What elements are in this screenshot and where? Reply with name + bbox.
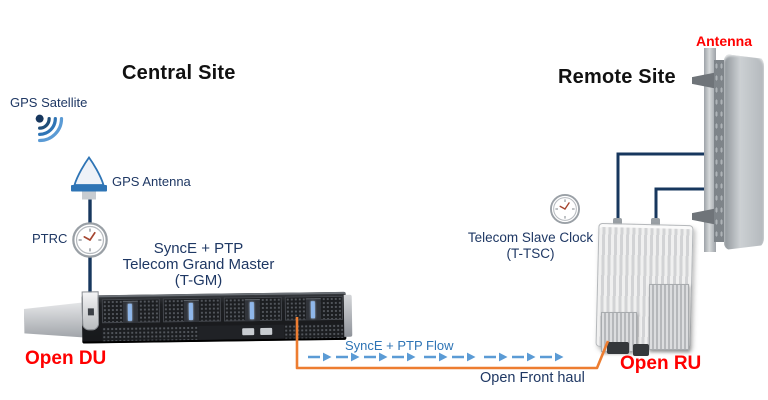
central-site-title: Central Site [122, 62, 236, 84]
slave-clock-label: Telecom Slave Clock (T-TSC) [448, 230, 613, 262]
antenna-mount-bracket [692, 208, 718, 225]
ptrc-label: PTRC [32, 231, 68, 246]
antenna-radome [724, 54, 764, 250]
slave-clock-icon [550, 194, 580, 224]
ru-antenna-cable-2 [654, 187, 714, 230]
fronthaul-cable [295, 317, 610, 370]
gps-antenna-label: GPS Antenna [112, 174, 191, 189]
slave-clock-line1: Telecom Slave Clock [467, 230, 594, 245]
gps-satellite-icon [35, 114, 64, 143]
antenna-pole [704, 48, 716, 252]
grand-master-line3: (T-GM) [174, 272, 223, 289]
grand-master-line2: Telecom Grand Master [122, 256, 275, 273]
remote-site-title: Remote Site [558, 66, 676, 88]
ru-fiber-connector [607, 342, 629, 354]
ru-antenna-cable-1 [616, 152, 712, 230]
gps-antenna-icon [71, 156, 107, 200]
open-ru-label: Open RU [620, 353, 702, 374]
antenna-panel [690, 46, 768, 254]
slave-clock-line2: (T-TSC) [506, 246, 555, 261]
ru-power-connector [633, 344, 649, 356]
open-fronthaul-label: Open Front haul [480, 370, 585, 386]
ru-module [649, 284, 689, 350]
synce-ptp-flow-arrows [308, 352, 564, 362]
ptrc-clock-icon [72, 222, 108, 258]
grand-master-line1: SyncE + PTP [153, 240, 244, 257]
antenna-label: Antenna [696, 33, 752, 49]
gps-satellite-label: GPS Satellite [10, 95, 88, 110]
synce-ptp-flow-label: SyncE + PTP Flow [345, 338, 454, 353]
antenna-mount-bracket [692, 72, 718, 89]
grand-master-label: SyncE + PTP Telecom Grand Master (T-GM) [106, 241, 291, 289]
open-du-label: Open DU [25, 348, 107, 369]
